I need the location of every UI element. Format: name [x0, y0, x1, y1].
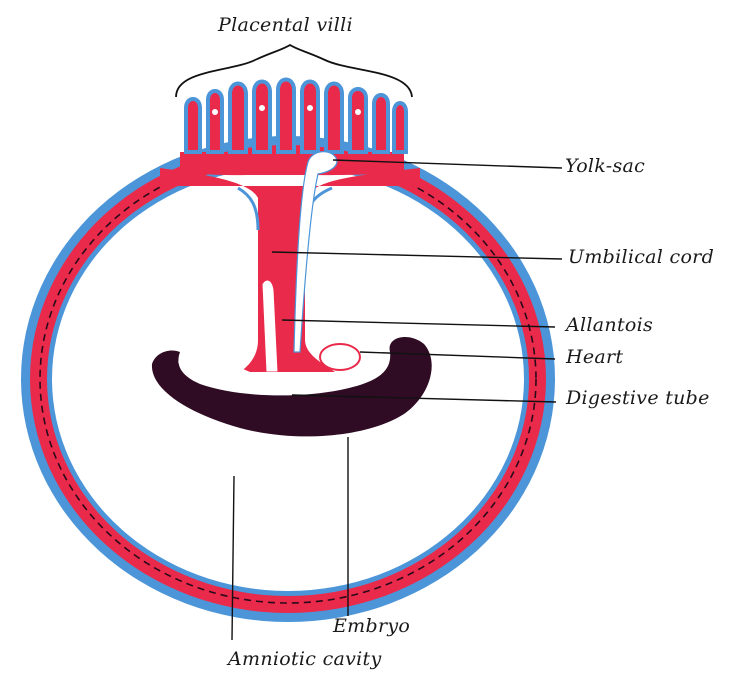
- heart: [320, 344, 360, 370]
- label-placental-villi: Placental villi: [218, 14, 353, 36]
- label-digestive-tube: Digestive tube: [566, 387, 710, 409]
- label-yolk-sac: Yolk-sac: [565, 155, 645, 177]
- label-embryo: Embryo: [333, 615, 410, 637]
- label-umbilical-cord: Umbilical cord: [568, 246, 714, 268]
- label-amniotic-cavity: Amniotic cavity: [228, 648, 382, 670]
- label-allantois: Allantois: [566, 314, 653, 336]
- label-heart: Heart: [566, 346, 623, 368]
